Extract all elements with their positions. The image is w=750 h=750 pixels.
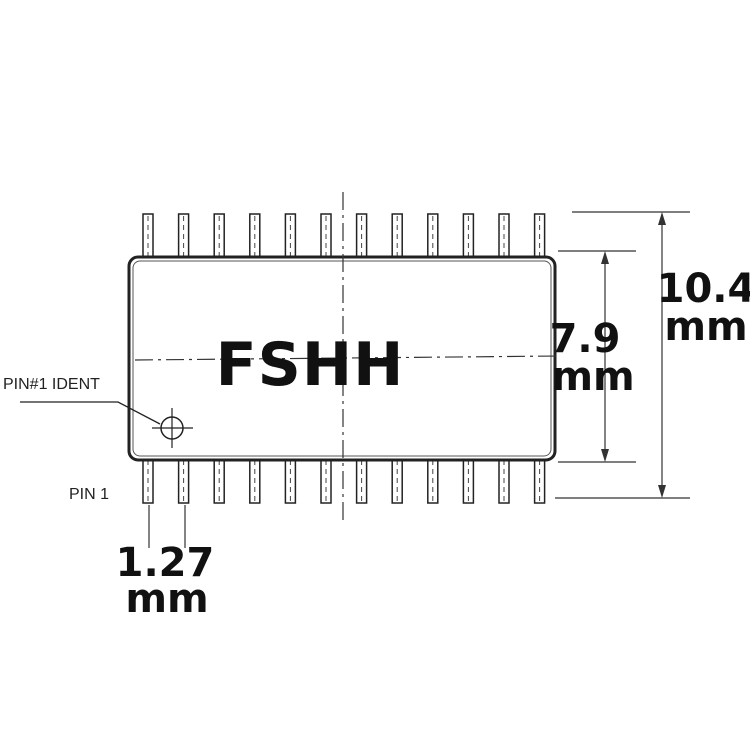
- pin-pitch-unit: mm: [125, 576, 208, 622]
- bottom-pin: [533, 457, 546, 504]
- bottom-pin-row: [142, 457, 546, 504]
- top-pin: [427, 213, 439, 260]
- body-width-arrow-bottom: [601, 449, 609, 462]
- bottom-pin: [391, 457, 403, 504]
- pin1-ident-marker: [152, 408, 193, 448]
- top-pin: [320, 213, 332, 260]
- top-pin: [177, 213, 190, 260]
- bottom-pin: [498, 457, 510, 504]
- top-pin: [249, 213, 261, 260]
- pin1-label: PIN 1: [69, 486, 109, 503]
- bottom-pin: [213, 457, 225, 504]
- top-pin: [462, 213, 475, 260]
- bottom-pin: [142, 457, 154, 504]
- top-pin: [391, 213, 403, 260]
- top-pin-row: [142, 213, 546, 260]
- top-pin: [498, 213, 510, 260]
- bottom-pin: [284, 457, 297, 504]
- body-width-arrow-top: [601, 251, 609, 264]
- top-pin: [213, 213, 225, 260]
- top-pin: [284, 213, 297, 260]
- bottom-pin: [427, 457, 439, 504]
- bottom-pin: [462, 457, 475, 504]
- package-body-inner-edge: [132, 260, 552, 457]
- top-pin: [355, 213, 368, 260]
- top-pin: [533, 213, 546, 260]
- horizontal-centerline: [134, 355, 561, 361]
- overall-width-arrow-top: [658, 212, 666, 225]
- overall-width-unit: mm: [664, 304, 747, 350]
- bottom-pin: [249, 457, 261, 504]
- bottom-pin: [320, 457, 332, 504]
- top-pin: [142, 213, 154, 260]
- package-body: [127, 255, 557, 462]
- pin-pitch-value: 1.27: [116, 540, 215, 586]
- overall-width-arrow-bottom: [658, 485, 666, 498]
- bottom-pin: [355, 457, 368, 504]
- bottom-pin: [177, 457, 190, 504]
- body-width-unit: mm: [551, 354, 634, 400]
- pin1-ident-leader: [20, 401, 161, 425]
- pin1-ident-label: PIN#1 IDENT: [3, 376, 100, 393]
- package-marking: FSHH: [216, 330, 405, 400]
- overall-width-value: 10.4: [657, 266, 750, 312]
- body-width-value: 7.9: [550, 316, 621, 362]
